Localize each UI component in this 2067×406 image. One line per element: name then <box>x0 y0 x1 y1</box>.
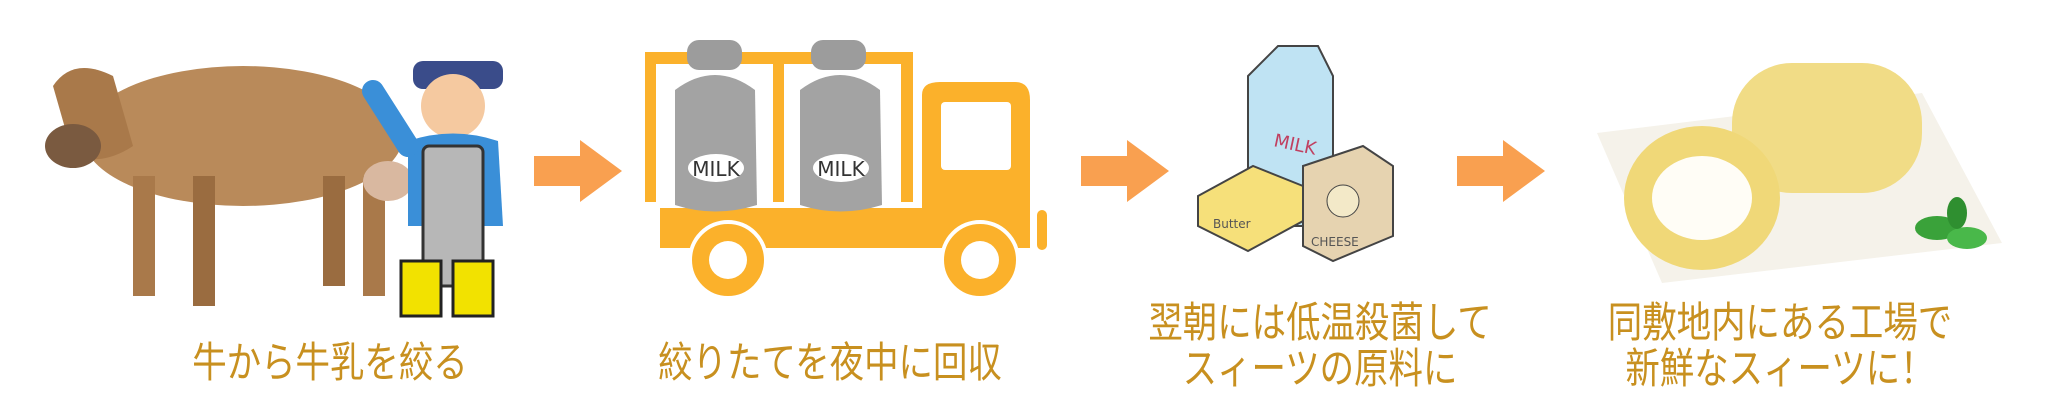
cheese-box-icon: CHEESE <box>1302 144 1394 263</box>
butter-icon: Butter <box>1197 164 1304 253</box>
step-2-label: 絞りたてを夜中に回収 <box>658 338 1002 387</box>
arrow-right-icon <box>534 140 622 202</box>
svg-text:Butter: Butter <box>1213 217 1251 231</box>
step-4-label: 同敷地内にある工場で 新鮮なスィーツに！ <box>1607 298 1953 393</box>
roll-cake-illustration <box>1597 63 2002 283</box>
cow-icon <box>45 66 413 306</box>
can-label: MILK <box>817 157 865 181</box>
step-1-label: 牛から牛乳を絞る <box>192 338 468 387</box>
farmer-icon <box>362 61 503 318</box>
arrow-right-icon <box>1457 140 1545 202</box>
step-3-label: 翌朝には低温殺菌して スィーツの原料に <box>1148 298 1492 393</box>
dairy-products-illustration: MILK Butter CHEESE <box>1197 45 1394 263</box>
arrow-right-icon <box>1081 140 1169 202</box>
svg-text:CHEESE: CHEESE <box>1311 235 1359 249</box>
can-label: MILK <box>692 157 740 181</box>
mint-leaf-icon <box>1915 197 1987 249</box>
milk-truck-illustration: MILK MILK <box>645 40 1047 300</box>
cow-and-farmer-illustration <box>45 61 503 318</box>
milk-can-icon: MILK <box>800 40 882 212</box>
milk-can-icon: MILK <box>675 40 757 212</box>
